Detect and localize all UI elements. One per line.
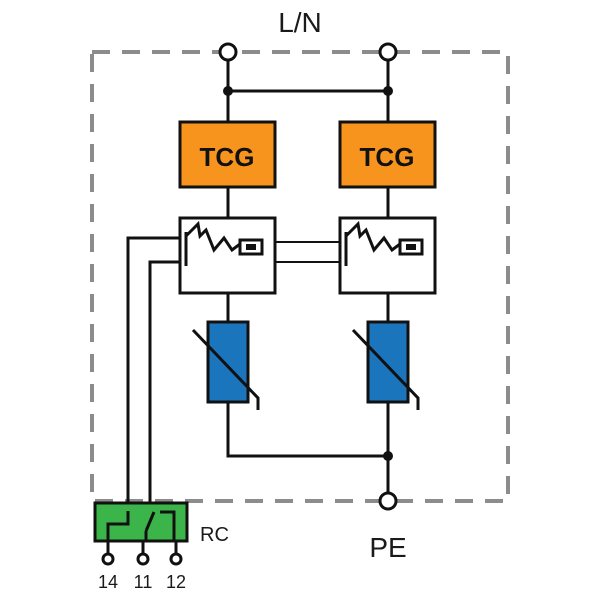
pin-label-12: 12 — [166, 572, 186, 592]
remote-contact-block — [93, 501, 189, 566]
pin-14-terminal — [101, 552, 115, 566]
pin-11-terminal — [136, 552, 150, 566]
bottom-bus-wire — [226, 402, 388, 458]
tcg-label-left: TCG — [200, 142, 255, 172]
bottom-junction — [383, 451, 393, 461]
pe-terminal — [378, 491, 398, 511]
top-left-terminal — [218, 42, 238, 62]
bottom-terminal-label: PE — [369, 532, 406, 563]
top-left-junction — [223, 86, 233, 96]
pin-12-terminal — [169, 552, 183, 566]
pin-label-11: 11 — [134, 572, 153, 592]
pin-label-14: 14 — [98, 572, 118, 592]
tcg-box-left — [178, 120, 277, 189]
varistor-right — [351, 320, 420, 410]
signal-wire-inner — [148, 260, 180, 505]
top-right-terminal — [378, 42, 398, 62]
tcg-label-right: TCG — [360, 142, 415, 172]
tcg-box-right — [338, 120, 437, 189]
top-terminal-label: L/N — [278, 7, 322, 38]
disconnector-left — [178, 216, 277, 295]
remote-contact-label: RC — [200, 524, 229, 546]
varistor-left — [191, 320, 260, 410]
signal-wire-outer — [126, 236, 180, 505]
top-right-junction — [383, 86, 393, 96]
disconnector-right — [338, 216, 437, 295]
enclosure-outline — [90, 50, 510, 503]
